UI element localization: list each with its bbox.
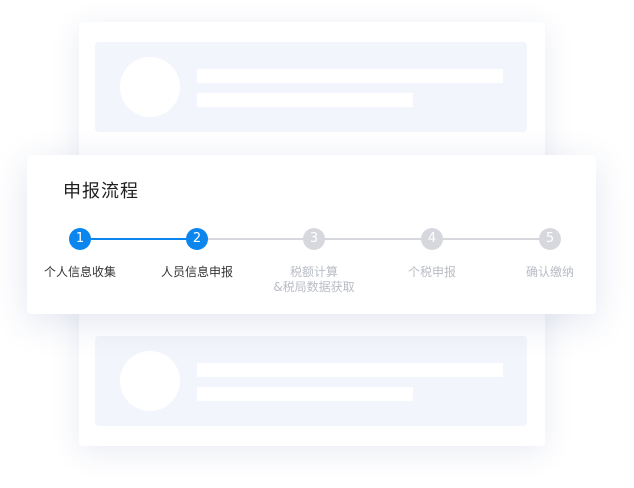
stepper-connector-3	[314, 238, 432, 240]
skeleton-row-top	[95, 42, 527, 132]
step-4-indicator[interactable]: 4	[421, 228, 443, 250]
process-panel: 申报流程 1 2 3 4 5 个人信息收集 人员信息申报 税额计算 &税局数据获…	[27, 155, 596, 314]
step-1-indicator[interactable]: 1	[69, 228, 91, 250]
step-1-label-line1: 个人信息收集	[43, 265, 116, 279]
skeleton-row-bottom	[95, 336, 527, 426]
skeleton-line	[197, 363, 503, 377]
step-3-label: 税额计算 &税局数据获取	[244, 265, 384, 295]
skeleton-avatar	[120, 57, 180, 117]
step-4-label-line1: 个税申报	[407, 265, 456, 279]
step-3-indicator[interactable]: 3	[303, 228, 325, 250]
step-2-label: 人员信息申报	[127, 265, 267, 280]
step-2-indicator[interactable]: 2	[186, 228, 208, 250]
step-3-label-line1: 税额计算	[289, 265, 338, 279]
step-5-indicator[interactable]: 5	[539, 228, 561, 250]
step-4-label: 个税申报	[362, 265, 502, 280]
panel-title: 申报流程	[63, 181, 139, 202]
step-2-label-line1: 人员信息申报	[160, 265, 233, 279]
stepper-connector-1	[80, 238, 197, 240]
stepper-connector-4	[432, 238, 550, 240]
skeleton-line	[197, 93, 413, 107]
skeleton-line	[197, 69, 503, 83]
step-5-label-line1: 确认缴纳	[525, 265, 574, 279]
stepper-connector-2	[197, 238, 314, 240]
skeleton-line	[197, 387, 413, 401]
step-1-label: 个人信息收集	[10, 265, 150, 280]
step-5-label: 确认缴纳	[480, 265, 620, 280]
skeleton-avatar	[120, 351, 180, 411]
step-3-label-line2: &税局数据获取	[273, 280, 355, 294]
